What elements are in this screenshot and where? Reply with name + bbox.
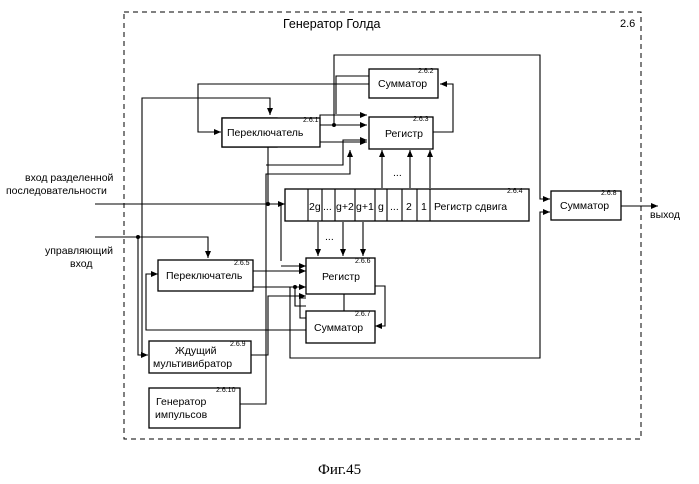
switch-2-6-1: Переключатель 2.6.1 bbox=[222, 117, 320, 147]
switch-2-6-1-number: 2.6.1 bbox=[303, 117, 319, 124]
summator-2-6-2-label: Сумматор bbox=[378, 78, 427, 90]
pulse-generator-2-6-10-number: 2.6.10 bbox=[216, 387, 236, 394]
pulse-generator-2-6-10: Генератор импульсов 2.6.10 bbox=[149, 387, 240, 428]
sequence-input-label-line1: вход разделенной bbox=[25, 172, 114, 184]
output-label: выход bbox=[650, 209, 680, 221]
shift-cell-g-plus-2: g+2 bbox=[336, 201, 354, 213]
summator-2-6-7-number: 2.6.7 bbox=[355, 311, 371, 318]
switch-2-6-5-number: 2.6.5 bbox=[234, 260, 250, 267]
control-input-label-line1: управляющий bbox=[45, 245, 113, 257]
dots-bottom: ... bbox=[325, 231, 334, 243]
register-2-6-3-number: 2.6.3 bbox=[413, 116, 429, 123]
register-2-6-6-label: Регистр bbox=[322, 271, 360, 283]
multivibrator-2-6-9-number: 2.6.9 bbox=[230, 341, 246, 348]
summator-2-6-8-number: 2.6.8 bbox=[601, 190, 617, 197]
shift-cell-g: g bbox=[378, 201, 384, 213]
shift-register-2-6-4-number: 2.6.4 bbox=[507, 188, 523, 195]
generator-title: Генератор Голда bbox=[283, 17, 381, 31]
register-2-6-6-number: 2.6.6 bbox=[355, 258, 371, 265]
summator-2-6-2: Сумматор 2.6.2 bbox=[369, 68, 438, 98]
summator-2-6-8-label: Сумматор bbox=[560, 200, 609, 212]
shift-cell-2g: 2g bbox=[309, 201, 321, 213]
switch-2-6-5-label: Переключатель bbox=[166, 270, 243, 282]
register-2-6-6: Регистр 2.6.6 bbox=[306, 258, 375, 294]
control-input-label-line2: вход bbox=[70, 258, 92, 270]
shift-cell-dots-2: ... bbox=[390, 201, 399, 213]
switch-2-6-1-label: Переключатель bbox=[227, 127, 304, 139]
generator-number: 2.6 bbox=[620, 18, 635, 30]
shift-cell-g-plus-1: g+1 bbox=[356, 201, 374, 213]
dots-top: ... bbox=[393, 167, 402, 179]
summator-2-6-7-label: Сумматор bbox=[314, 322, 363, 334]
pulse-generator-label-line1: Генератор bbox=[156, 396, 206, 408]
multivibrator-2-6-9: Ждущий мультивибратор 2.6.9 bbox=[149, 341, 251, 373]
shift-register-2-6-4-label: Регистр сдвига bbox=[434, 201, 507, 213]
multivibrator-label-line1: Ждущий bbox=[175, 345, 217, 357]
multivibrator-label-line2: мультивибратор bbox=[153, 358, 232, 370]
register-2-6-3-label: Регистр bbox=[385, 128, 423, 140]
pulse-generator-label-line2: импульсов bbox=[155, 409, 208, 421]
sequence-input-label-line2: последовательности bbox=[6, 185, 107, 197]
switch-2-6-5: Переключатель 2.6.5 bbox=[158, 260, 253, 291]
shift-register-2-6-4: 2g ... g+2 g+1 g ... 2 1 Регистр сдвига … bbox=[285, 188, 529, 221]
shift-cell-1: 1 bbox=[421, 201, 427, 213]
summator-2-6-7: Сумматор 2.6.7 bbox=[306, 311, 375, 343]
summator-2-6-8: Сумматор 2.6.8 bbox=[551, 190, 621, 220]
figure-caption: Фиг.45 bbox=[318, 462, 361, 478]
shift-cell-dots-1: ... bbox=[323, 201, 332, 213]
summator-2-6-2-number: 2.6.2 bbox=[418, 68, 434, 75]
shift-cell-2: 2 bbox=[406, 201, 412, 213]
register-2-6-3: Регистр 2.6.3 bbox=[369, 116, 433, 149]
